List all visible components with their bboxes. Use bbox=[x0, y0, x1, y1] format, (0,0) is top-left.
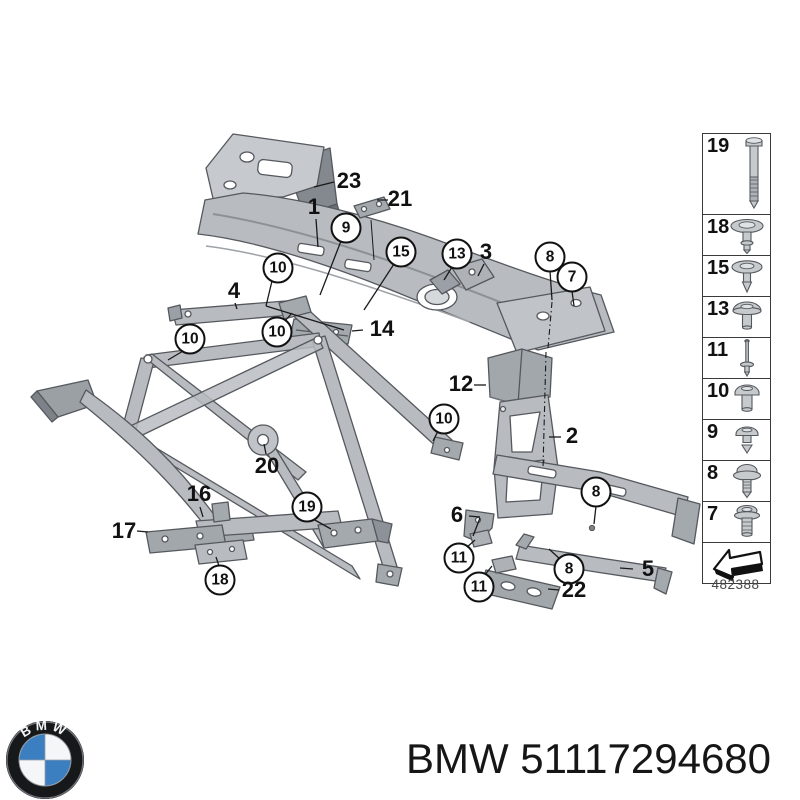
round-head-screw-icon bbox=[727, 383, 767, 415]
legend-item-10: 10 bbox=[703, 379, 770, 420]
legend-item-13: 13 bbox=[703, 297, 770, 338]
legend-number: 13 bbox=[707, 298, 730, 320]
legend-item-19: 19 bbox=[703, 134, 770, 215]
pin-rivet-icon bbox=[727, 339, 767, 378]
hex-bolt-icon bbox=[741, 137, 767, 211]
legend-item-9: 9 bbox=[703, 420, 770, 461]
legend-item-18: 18 bbox=[703, 215, 770, 256]
part-19-bracket bbox=[317, 518, 393, 549]
part-6-bracket bbox=[463, 509, 517, 574]
blind-rivet-icon bbox=[727, 425, 767, 455]
legend-number: 7 bbox=[707, 503, 719, 525]
legend-number: 8 bbox=[707, 462, 719, 484]
legend-number: 18 bbox=[707, 216, 730, 238]
washer-screw-icon bbox=[727, 463, 767, 499]
legend-item-arrow bbox=[703, 543, 770, 583]
legend-number: 9 bbox=[707, 421, 719, 443]
part-22-plate bbox=[477, 569, 561, 610]
legend-number: 19 bbox=[707, 135, 730, 157]
part-21-bracket bbox=[353, 196, 391, 219]
dome-screw-icon bbox=[727, 300, 767, 334]
part-18-plate bbox=[194, 539, 248, 565]
legend-number: 10 bbox=[707, 380, 730, 402]
legend-number: 15 bbox=[707, 257, 730, 279]
part-strut bbox=[278, 295, 464, 461]
diagram-code: 482388 bbox=[711, 577, 760, 592]
washer-rivet-icon bbox=[727, 216, 767, 255]
svg-text:BMW: BMW bbox=[18, 719, 72, 740]
legend-item-7: 7 bbox=[703, 502, 770, 543]
expanding-rivet-icon bbox=[727, 258, 767, 294]
legend-number: 11 bbox=[707, 339, 729, 361]
part-number-text: BMW 51117294680 bbox=[406, 735, 772, 782]
legend-item-15: 15 bbox=[703, 256, 770, 297]
direction-arrow-icon bbox=[710, 543, 766, 583]
legend-item-8: 8 bbox=[703, 461, 770, 502]
center-lines bbox=[542, 301, 553, 469]
footer: BMW BMW 51117294680 bbox=[0, 712, 800, 800]
legend-item-11: 11 bbox=[703, 338, 770, 379]
fastener-legend: 19 18 15 13 11 10 9 8 7 bbox=[702, 133, 771, 584]
part-1-front-panel bbox=[197, 133, 615, 354]
part-2-support-frame bbox=[493, 394, 559, 519]
flange-bolt-icon bbox=[727, 504, 767, 540]
bmw-logo: BMW bbox=[6, 719, 84, 799]
